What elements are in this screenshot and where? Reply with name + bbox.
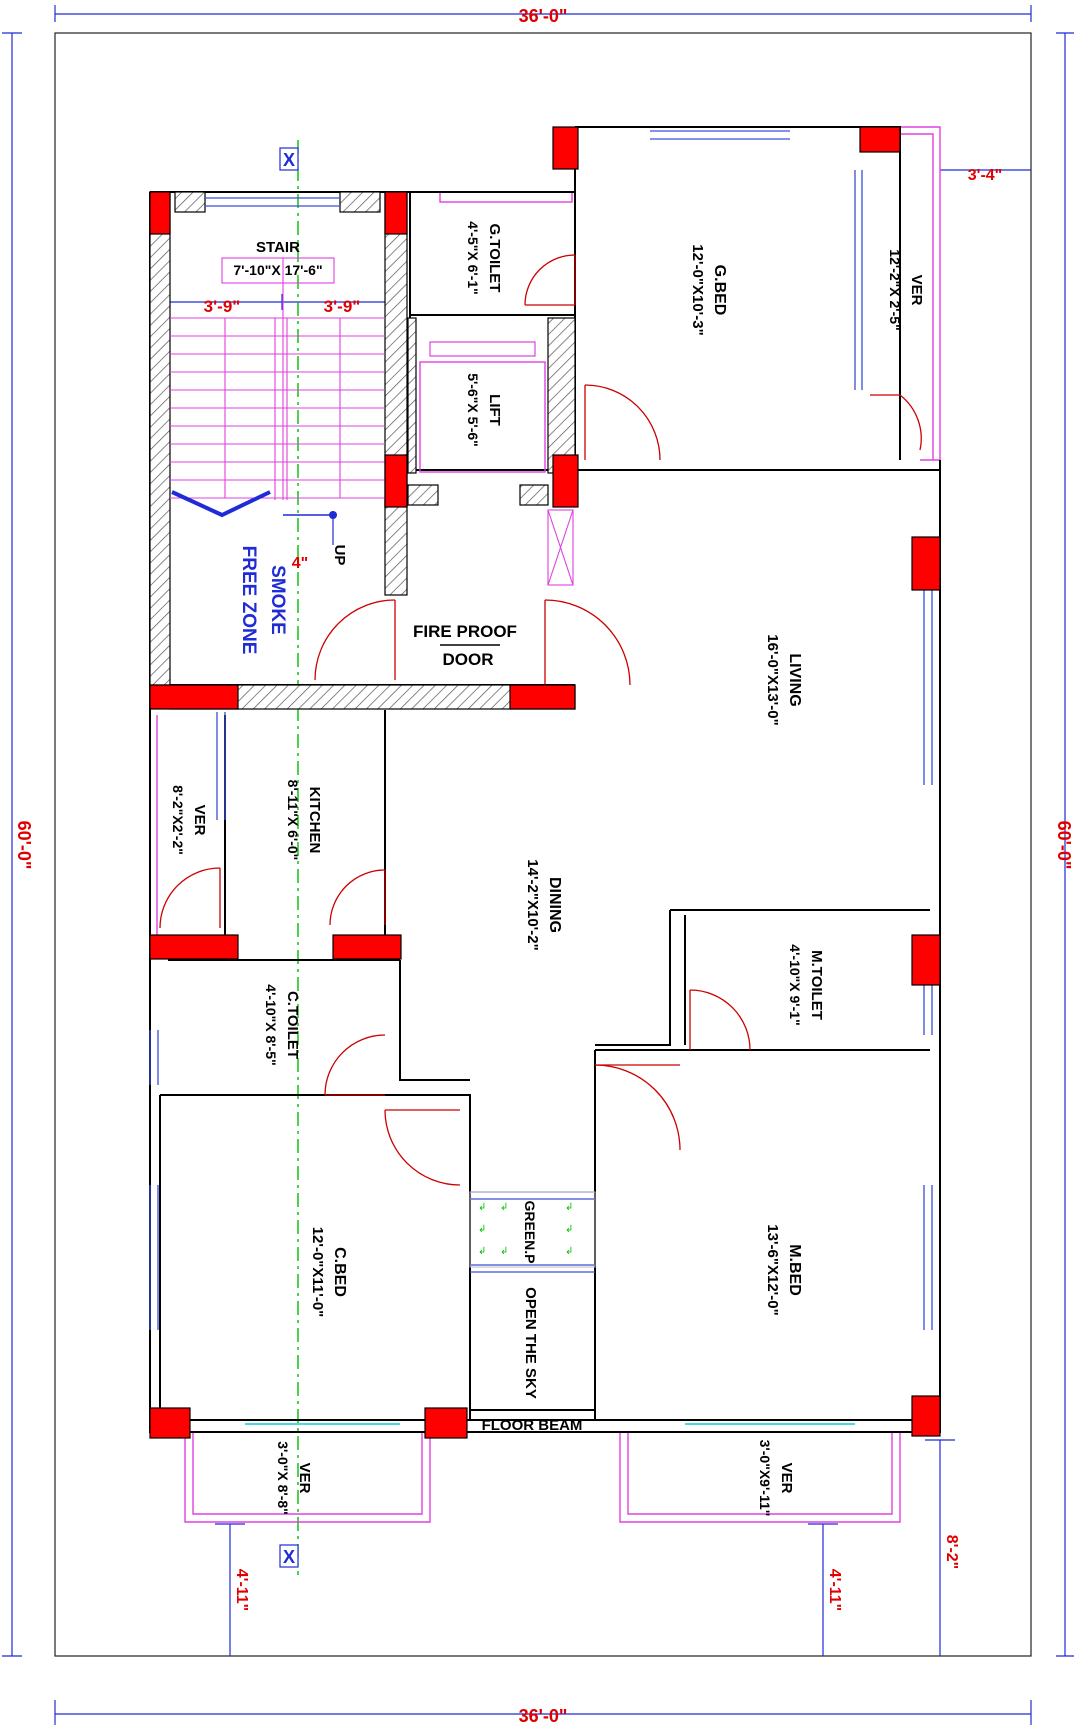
green-planter-label: GREEN.P xyxy=(522,1200,538,1263)
dim-up-offset: 4" xyxy=(292,555,308,572)
svg-text:↲: ↲ xyxy=(565,1224,573,1235)
ver-bottom-left-label: VER xyxy=(296,1463,313,1494)
green-planter xyxy=(469,1191,596,1268)
stair-steps xyxy=(170,257,385,500)
c-bed-label: C.BED xyxy=(331,1247,348,1297)
ver-left-size: 8'-2"X2'-2" xyxy=(170,785,186,855)
ver-top-label: VER xyxy=(908,275,925,306)
m-bed-size: 13'-6"X12'-0" xyxy=(764,1224,781,1315)
ver-bottom-left-size: 3'-0"X 8'-8" xyxy=(275,1441,291,1515)
ver-bottom-right-label: VER xyxy=(778,1463,795,1494)
section-marker-top: X xyxy=(279,147,299,171)
ver-bottom-right-size: 3'-0"X9'-11" xyxy=(757,1440,773,1517)
c-toilet-label: C.TOILET xyxy=(284,991,301,1059)
dim-ver-offset: 3'-4" xyxy=(968,167,1003,184)
dining-label: DINING xyxy=(546,877,563,933)
planter-marks: ↲ ↲ ↲ ↲ ↲ ↲ ↲ ↲ xyxy=(478,1202,573,1257)
stair-size: 7'-10"X 17'-6" xyxy=(233,262,322,278)
lift-shaft xyxy=(419,361,546,473)
stair-label: STAIR xyxy=(256,239,300,256)
svg-text:↲: ↲ xyxy=(478,1246,486,1257)
dining-size: 14'-2"X10'-2" xyxy=(524,859,541,950)
dim-top-width: 36'-0" xyxy=(519,6,568,26)
smoke-zone-line2: FREE ZONE xyxy=(238,546,259,655)
ver-top-size: 12'-2"X 2'-5" xyxy=(887,249,903,330)
m-toilet-size: 4'-10"X 9'-1" xyxy=(787,944,803,1025)
lift-label: LIFT xyxy=(486,394,503,426)
kitchen-label: KITCHEN xyxy=(306,787,323,854)
plot-boundary xyxy=(54,32,1032,1657)
dimension-lines xyxy=(2,5,1074,1725)
columns xyxy=(149,126,941,1439)
dim-right-balcony: 8'-2" xyxy=(943,1535,960,1570)
dim-left-height: 60'-0" xyxy=(14,821,34,870)
fire-door-line2: DOOR xyxy=(443,650,494,669)
g-toilet-label: G.TOILET xyxy=(486,224,503,293)
dim-stair-right: 3'-9" xyxy=(324,297,361,316)
living-label: LIVING xyxy=(786,653,803,706)
stair-arrow xyxy=(171,490,271,518)
g-bed-label: G.BED xyxy=(711,265,728,316)
floor-beam-label: FLOOR BEAM xyxy=(482,1417,583,1434)
ver-left-label: VER xyxy=(191,805,208,836)
walls xyxy=(149,126,941,1433)
section-marker-bottom: X xyxy=(279,1544,299,1568)
dim-bottom-left: 4'-11" xyxy=(233,1569,250,1612)
c-bed-size: 12'-0"X11'-0" xyxy=(309,1227,326,1318)
svg-text:↲: ↲ xyxy=(478,1202,486,1213)
up-label: UP xyxy=(331,545,348,566)
doors xyxy=(159,254,922,1186)
open-sky-label: OPEN THE SKY xyxy=(522,1287,539,1399)
dim-right-height: 60'-0" xyxy=(1054,821,1074,870)
svg-text:↲: ↲ xyxy=(500,1246,508,1257)
section-mark-bottom: X xyxy=(283,1547,295,1567)
dim-stair-left: 3'-9" xyxy=(204,297,241,316)
g-bed-size: 12'-0"X10'-3" xyxy=(689,244,706,335)
svg-text:↲: ↲ xyxy=(565,1246,573,1257)
kitchen-size: 8'-11"X 6'-0" xyxy=(285,780,301,861)
svg-text:↲: ↲ xyxy=(565,1202,573,1213)
lift-size: 5'-6"X 5'-6" xyxy=(465,373,481,447)
m-bed-label: M.BED xyxy=(786,1244,803,1296)
windows xyxy=(149,130,933,1330)
section-mark-top: X xyxy=(283,150,295,170)
c-toilet-size: 4'-10"X 8'-5" xyxy=(263,984,279,1065)
living-size: 16'-0"X13'-0" xyxy=(764,634,781,725)
svg-text:↲: ↲ xyxy=(500,1202,508,1213)
duct xyxy=(547,509,574,586)
m-toilet-label: M.TOILET xyxy=(808,950,825,1020)
svg-text:↲: ↲ xyxy=(478,1224,486,1235)
smoke-zone-line1: SMOKE xyxy=(267,565,288,635)
dim-bottom-width: 36'-0" xyxy=(519,1706,568,1726)
dim-bottom-right: 4'-11" xyxy=(826,1569,843,1612)
fire-door-line1: FIRE PROOF xyxy=(413,622,517,641)
lift-door xyxy=(429,341,536,357)
g-toilet-size: 4'-5"X 6'-1" xyxy=(465,221,481,295)
